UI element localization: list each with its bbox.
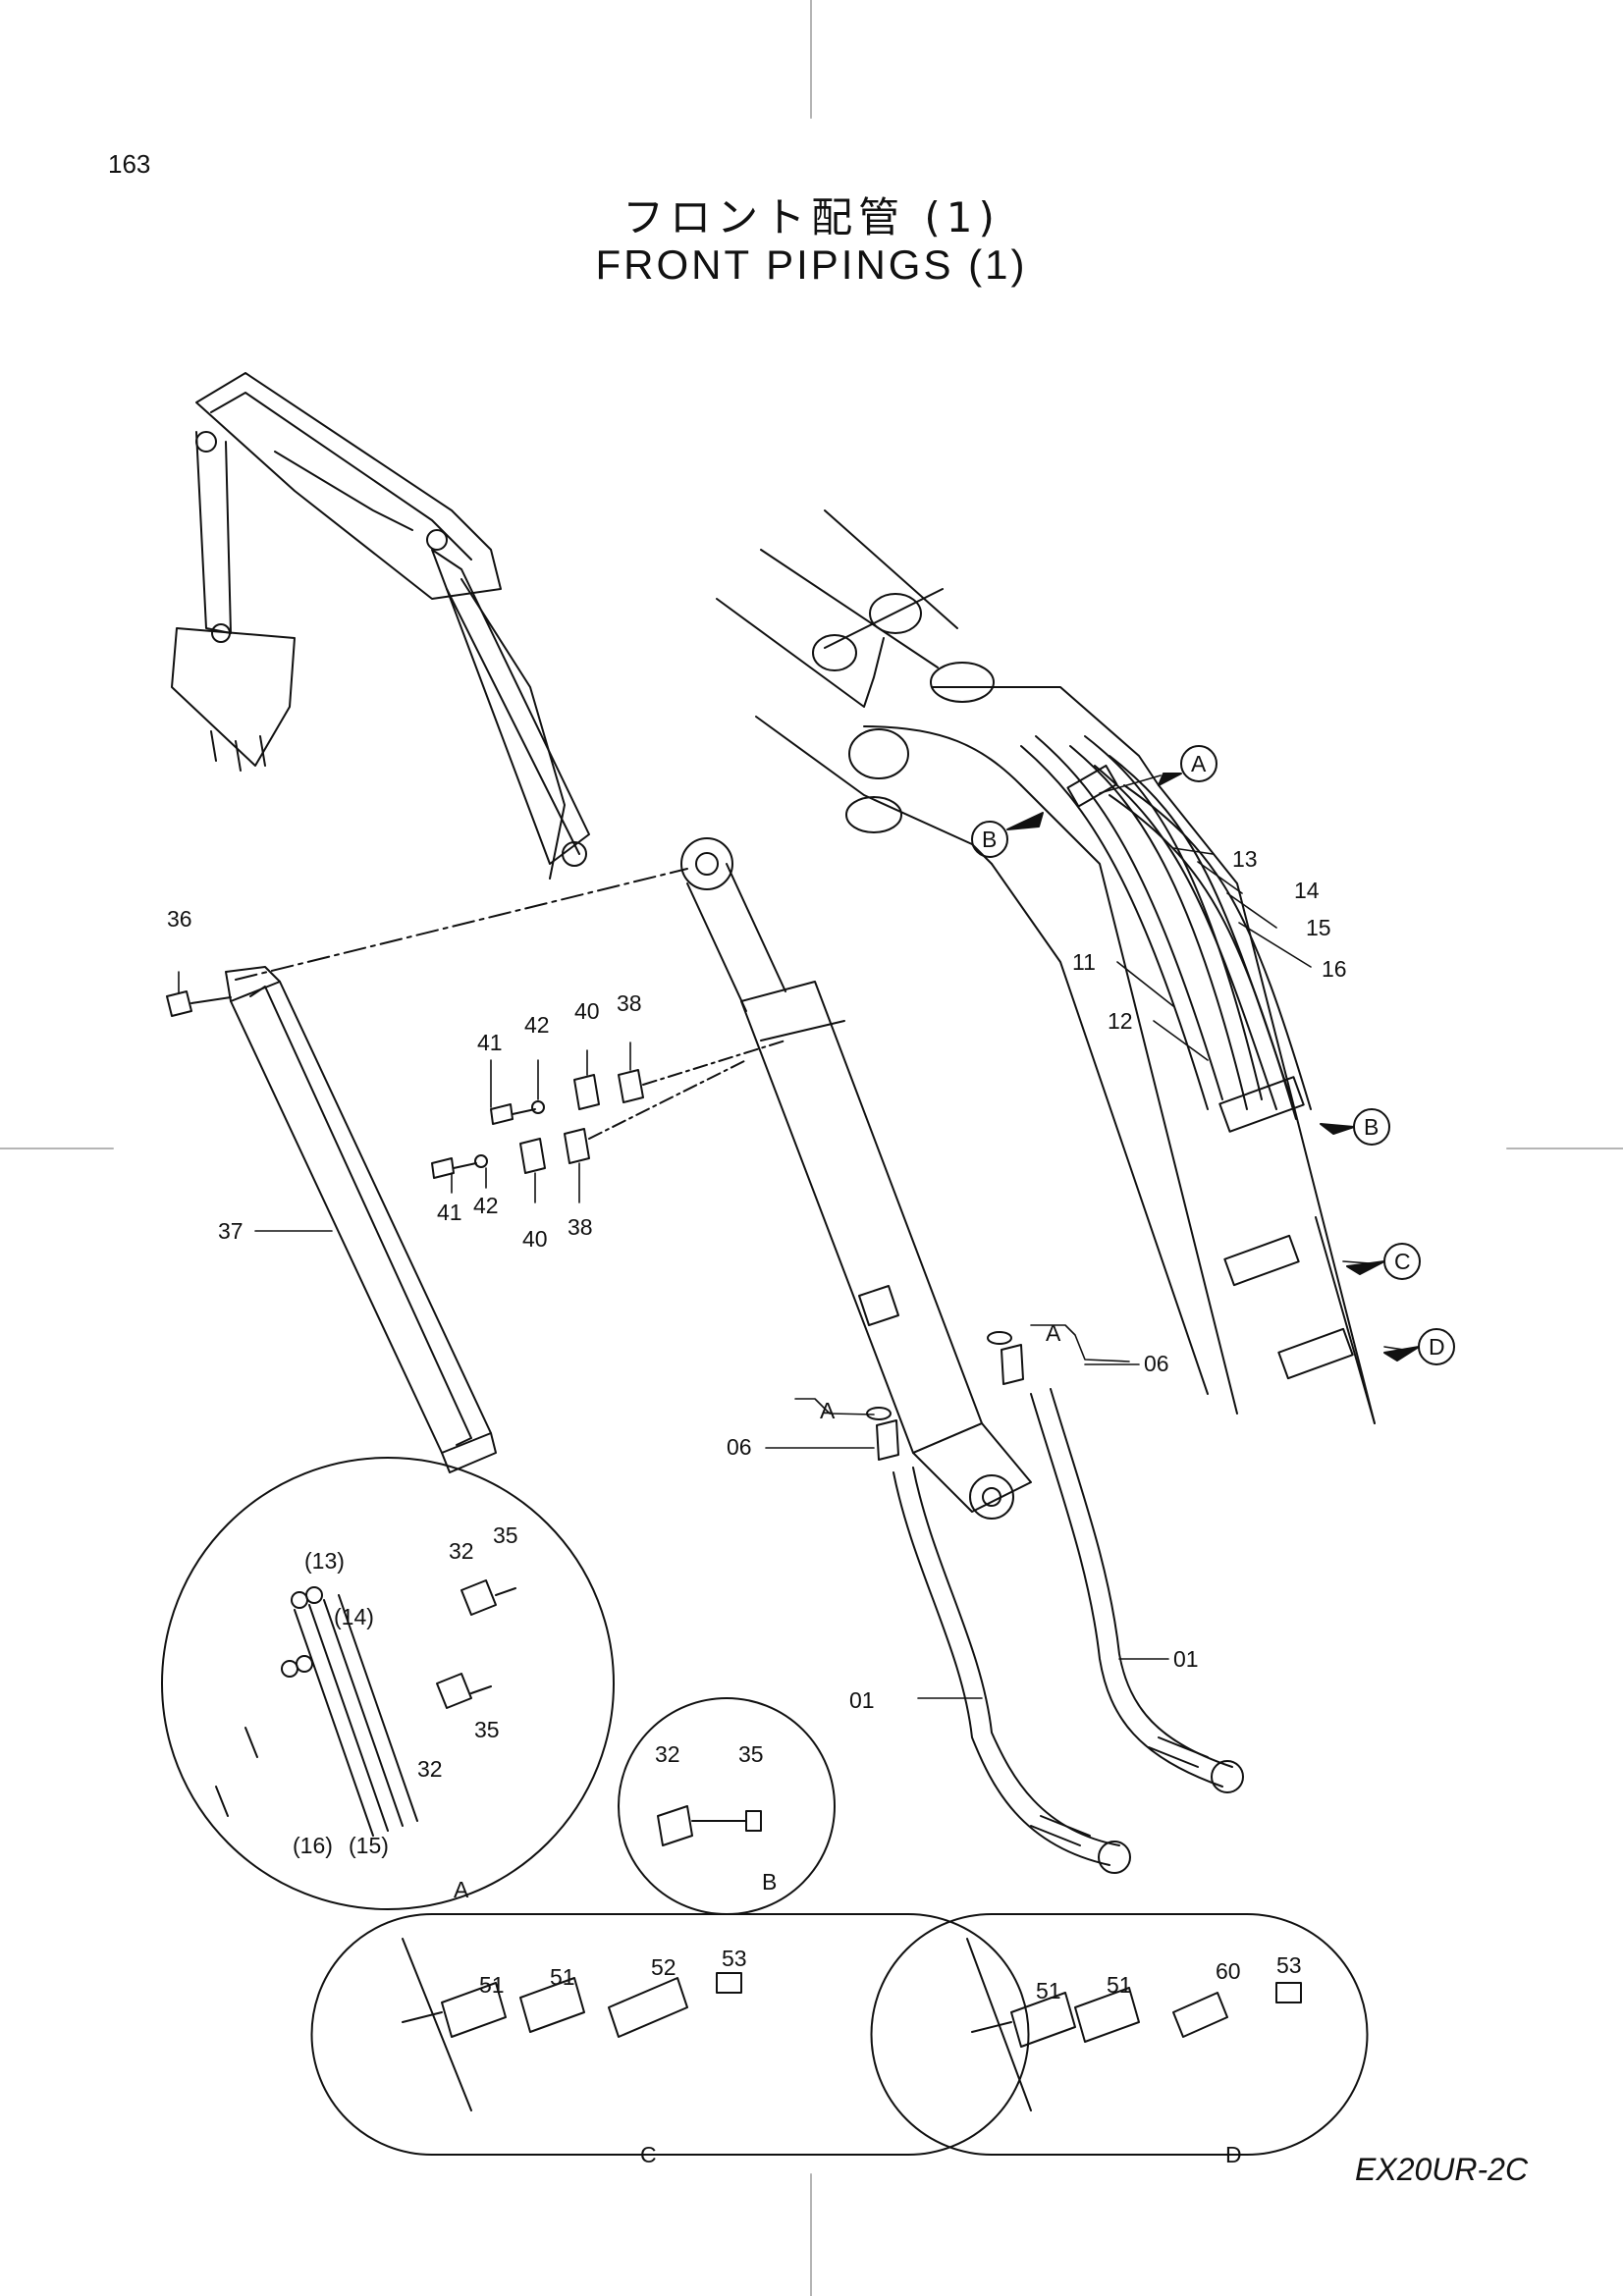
detail-c-label: C <box>640 2142 657 2167</box>
part-35-b: 35 <box>738 1741 764 1767</box>
detail-a-hoses <box>215 1579 516 1837</box>
detail-b-label: B <box>762 1869 777 1895</box>
cylinder-guard-37 <box>225 966 497 1473</box>
fitting-a-label-left: A <box>820 1398 836 1423</box>
part-60: 60 <box>1216 1958 1241 1984</box>
detail-d-outline <box>870 1913 1369 2156</box>
model-code: EX20UR-2C <box>1355 2152 1529 2187</box>
callout-d-marker <box>1383 1328 1455 1365</box>
part-14: 14 <box>1294 878 1320 903</box>
callout-b-marker-upper <box>971 812 1044 858</box>
part-51-d-second: 51 <box>1107 1972 1132 1998</box>
callout-b-marker-lower <box>1320 1108 1390 1146</box>
page-title-japanese: フロント配管 (1) <box>622 193 1001 241</box>
part-06-right: 06 <box>1144 1351 1169 1376</box>
part-12: 12 <box>1108 1008 1133 1034</box>
page-title-english: FRONT PIPINGS (1) <box>595 241 1028 288</box>
callout-c: C <box>1394 1249 1411 1274</box>
part-13: 13 <box>1232 846 1258 872</box>
bolt-36 <box>166 990 232 1017</box>
part-52: 52 <box>651 1954 676 1980</box>
detail-c-outline <box>310 1913 1030 2156</box>
callout-b-upper: B <box>982 827 997 852</box>
part-01-left: 01 <box>849 1687 875 1713</box>
ref-16: (16) <box>293 1833 333 1858</box>
part-53-d: 53 <box>1276 1952 1302 1978</box>
callout-b-lower: B <box>1364 1114 1379 1140</box>
detail-b-clamp <box>657 1805 762 1846</box>
fitting-06-right <box>987 1331 1024 1385</box>
pipe-01-left <box>893 1467 1131 1874</box>
part-42-upper: 42 <box>524 1012 550 1038</box>
hydraulic-cylinder <box>680 837 1032 1520</box>
part-41-upper: 41 <box>477 1030 503 1055</box>
part-32-a-lower: 32 <box>417 1756 443 1782</box>
callout-c-marker <box>1346 1243 1421 1280</box>
excavator-overview-illustration <box>171 372 590 880</box>
part-38-lower: 38 <box>568 1214 593 1240</box>
part-16: 16 <box>1322 956 1347 982</box>
callout-a-marker <box>1158 745 1217 786</box>
ref-13: (13) <box>304 1548 345 1574</box>
detail-c-clamps <box>402 1938 742 2111</box>
fitting-a-label-right: A <box>1046 1320 1061 1346</box>
part-35-a-upper: 35 <box>493 1522 518 1548</box>
part-11: 11 <box>1072 949 1096 975</box>
hose-bundle-11-16 <box>1020 735 1354 1380</box>
part-01-right: 01 <box>1173 1646 1199 1672</box>
pipe-01-right <box>1030 1388 1244 1793</box>
ref-14: (14) <box>334 1604 374 1629</box>
fitting-06-left <box>866 1407 899 1461</box>
part-32-b: 32 <box>655 1741 680 1767</box>
part-15: 15 <box>1306 915 1331 940</box>
leader-lines <box>178 774 1405 1699</box>
callout-d: D <box>1429 1334 1445 1360</box>
part-40-lower: 40 <box>522 1226 548 1252</box>
ref-15: (15) <box>349 1833 389 1858</box>
part-37: 37 <box>218 1218 243 1244</box>
part-42-lower: 42 <box>473 1193 499 1218</box>
part-51-c-second: 51 <box>550 1964 575 1990</box>
callout-a: A <box>1191 751 1207 776</box>
part-38-upper: 38 <box>617 990 642 1016</box>
boom-illustration <box>716 509 1376 1424</box>
part-40-upper: 40 <box>574 998 600 1024</box>
detail-d-label: D <box>1225 2142 1242 2167</box>
part-51-d-first: 51 <box>1036 1978 1061 2003</box>
clamp-set-upper <box>490 1040 786 1125</box>
part-41-lower: 41 <box>437 1200 462 1225</box>
callout-labels: A B B C D 13 14 15 16 11 12 A 06 A 06 01… <box>167 751 1445 2167</box>
detail-a-label: A <box>454 1877 469 1902</box>
detail-a-circle <box>161 1457 615 1910</box>
page-number: 163 <box>108 149 151 179</box>
assembly-line <box>235 868 688 981</box>
part-32-a-upper: 32 <box>449 1538 474 1564</box>
part-35-a-lower: 35 <box>474 1717 500 1742</box>
part-53-c: 53 <box>722 1946 747 1971</box>
clamp-set-lower <box>431 1059 747 1179</box>
part-06-left: 06 <box>727 1434 752 1460</box>
detail-d-clamps <box>966 1938 1302 2111</box>
part-51-c-first: 51 <box>479 1972 505 1998</box>
part-36: 36 <box>167 906 192 932</box>
detail-b-circle <box>618 1697 836 1915</box>
